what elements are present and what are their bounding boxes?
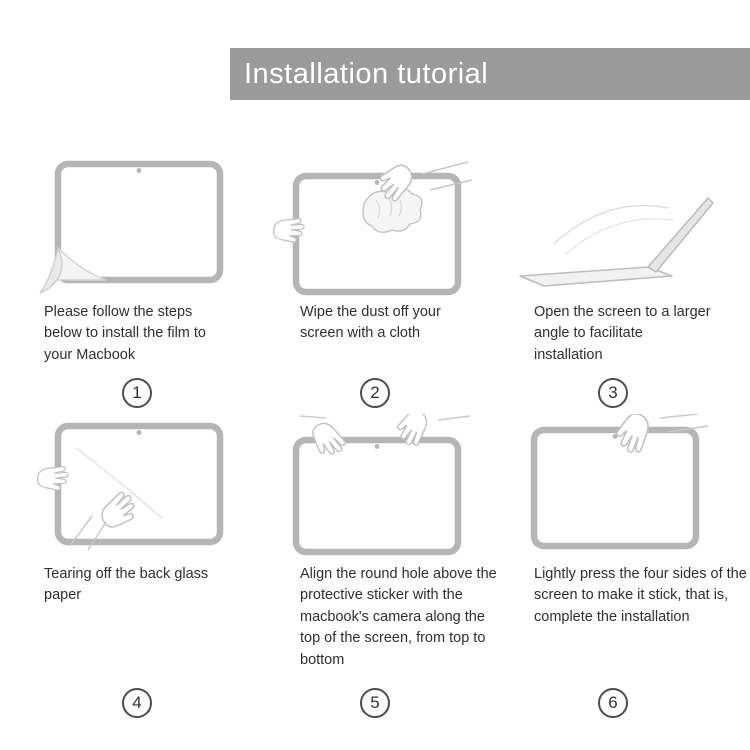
step-2: Wipe the dust off your screen with a clo… (256, 152, 494, 414)
step-4-illustration (18, 414, 256, 560)
step-4-number-badge: 4 (122, 688, 152, 718)
step-1-number-badge: 1 (122, 378, 152, 408)
step-1-illustration (18, 152, 256, 298)
hand-wiping-cloth-icon (272, 158, 473, 296)
step-2-number-badge: 2 (360, 378, 390, 408)
steps-grid: Please follow the steps below to install… (18, 152, 747, 724)
step-6-illustration (494, 414, 732, 560)
step-2-description: Wipe the dust off your screen with a clo… (300, 304, 441, 342)
step-3-number: 3 (598, 378, 628, 408)
steps-row-1: Please follow the steps below to install… (18, 152, 732, 414)
step-5-illustration (256, 414, 494, 560)
hands-aligning-film-icon (292, 414, 471, 556)
step-5-number-badge: 5 (360, 688, 390, 718)
step-6-description: Lightly press the four sides of the scre… (534, 566, 747, 625)
hand-pressing-screen-icon (530, 414, 709, 550)
step-3: Open the screen to a larger angle to fac… (494, 152, 732, 414)
step-4-description: Tearing off the back glass paper (44, 566, 209, 604)
step-6: Lightly press the four sides of the scre… (494, 414, 747, 724)
step-1-number: 1 (122, 378, 152, 408)
step-5-number: 5 (360, 688, 390, 718)
step-3-description: Open the screen to a larger angle to fac… (534, 304, 711, 363)
step-4: Tearing off the back glass paper 4 (18, 414, 256, 724)
step-2-illustration (256, 152, 494, 298)
step-6-number: 6 (598, 688, 628, 718)
step-3-number-badge: 3 (598, 378, 628, 408)
screen-peeling-film-icon (39, 160, 224, 294)
step-1: Please follow the steps below to install… (18, 152, 256, 414)
step-3-illustration (494, 152, 732, 298)
steps-row-2: Tearing off the back glass paper 4 Al (18, 414, 747, 724)
step-6-number-badge: 6 (598, 688, 628, 718)
header-bar: Installation tutorial (230, 48, 750, 100)
step-5: Align the round hole above the protectiv… (256, 414, 497, 724)
step-5-description: Align the round hole above the protectiv… (300, 566, 497, 668)
step-2-number: 2 (360, 378, 390, 408)
step-4-number: 4 (122, 688, 152, 718)
step-1-description: Please follow the steps below to install… (44, 304, 206, 363)
hands-tearing-paper-icon (36, 422, 224, 551)
open-laptop-angle-icon (519, 197, 714, 287)
page-title: Installation tutorial (244, 57, 489, 90)
